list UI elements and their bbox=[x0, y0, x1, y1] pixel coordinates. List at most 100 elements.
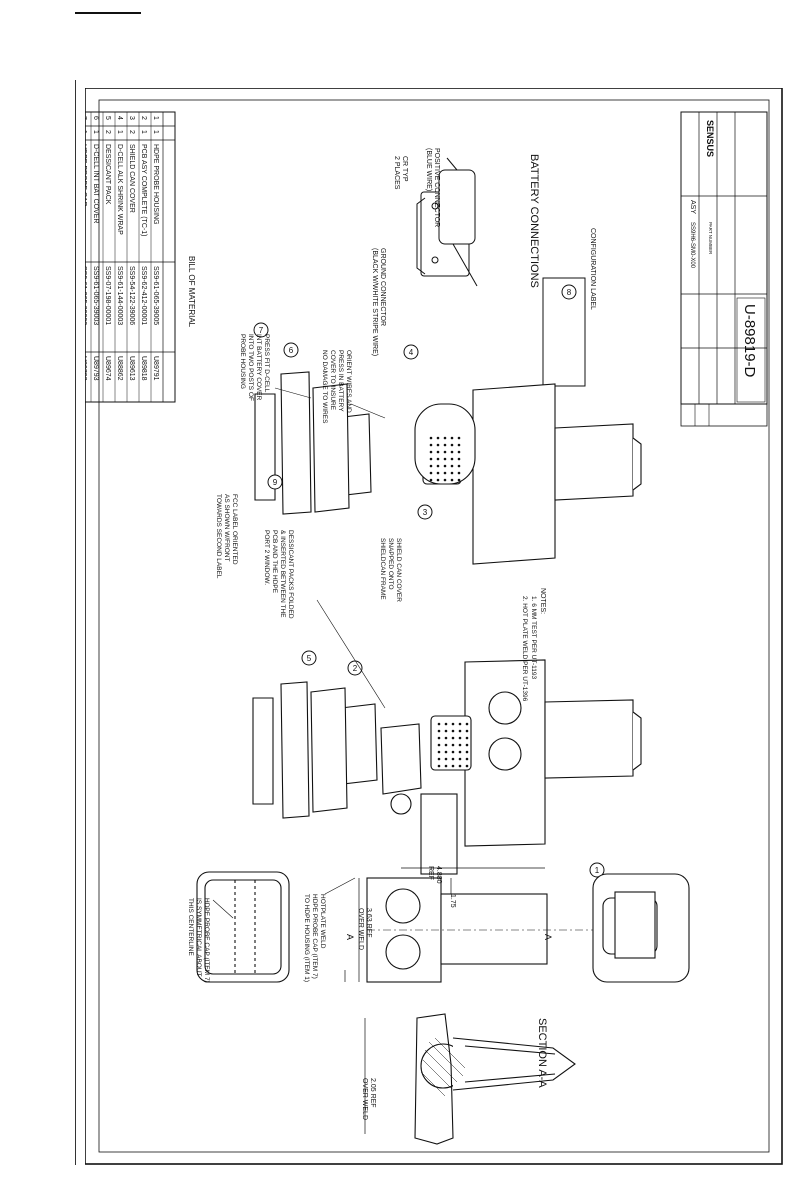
exploded-assembly bbox=[252, 371, 642, 875]
bom-item-part-number: SS9-61-065-39002 bbox=[85, 266, 87, 325]
callout-dessicant: DESSICANT PACKS FOLDED & INSERTED BETWEE… bbox=[263, 530, 294, 619]
perforation-dot bbox=[457, 450, 461, 454]
perforation-dot bbox=[450, 450, 454, 454]
svg-text:8: 8 bbox=[567, 288, 572, 297]
perforation-dot bbox=[443, 450, 447, 454]
battery-connections-title: BATTERY CONNECTIONS bbox=[528, 154, 540, 288]
callout-press-fit: PRESS FIT D-CELL INT BATTERY COVER INTO … bbox=[239, 334, 270, 401]
svg-text:SECTION A-A: SECTION A-A bbox=[536, 1018, 548, 1088]
perforation-dot bbox=[458, 750, 462, 754]
perforation-dot bbox=[451, 736, 455, 740]
svg-text:REF: REF bbox=[427, 866, 434, 880]
perforation-dot bbox=[450, 478, 454, 482]
perforation-dot bbox=[429, 443, 433, 447]
perforation-dot bbox=[444, 722, 448, 726]
perforation-dot bbox=[458, 729, 462, 733]
svg-text:FCC LABEL ORIENTED: FCC LABEL ORIENTED bbox=[231, 494, 238, 565]
company-logo: SENSUS bbox=[705, 120, 715, 157]
svg-text:NO DAMAGE TO WIRES: NO DAMAGE TO WIRES bbox=[321, 350, 328, 424]
item-balloon-3: 3 bbox=[417, 504, 433, 520]
bom-item-part-number: SS9-07-198-00001 bbox=[104, 266, 111, 325]
svg-text:5: 5 bbox=[307, 654, 312, 663]
bom-item-number: 7 bbox=[85, 116, 87, 120]
item-balloon-8: 8 bbox=[561, 284, 577, 300]
perforation-dot bbox=[444, 764, 448, 768]
perforation-dot bbox=[457, 436, 461, 440]
svg-text:AS SHOWN W/FRONT: AS SHOWN W/FRONT bbox=[223, 494, 230, 562]
perforation-dot bbox=[457, 464, 461, 468]
svg-text:OVER WELD: OVER WELD bbox=[357, 908, 364, 950]
cr-typ-line1: CR TYP bbox=[401, 156, 408, 182]
perforation-dot bbox=[443, 457, 447, 461]
callout-fcc-label: FCC LABEL ORIENTED AS SHOWN W/FRONT TOWA… bbox=[215, 494, 238, 579]
bom-item-ref: U89793 bbox=[92, 356, 99, 381]
bom-item-part-number: SS9-61-065-39003 bbox=[92, 266, 99, 325]
bom-item-description: DESSICANT PACK bbox=[104, 144, 111, 205]
perforation-dot bbox=[436, 478, 440, 482]
dim-175: 1.75 bbox=[449, 894, 456, 908]
perforation-dot bbox=[443, 471, 447, 475]
perforation-dot bbox=[437, 722, 441, 726]
perforation-dot bbox=[437, 757, 441, 761]
section-aa-title: SECTION A-A bbox=[536, 1018, 548, 1088]
bom-item-description: SHIELD CAN COVER bbox=[128, 144, 135, 213]
perforation-dot bbox=[465, 722, 469, 726]
svg-text:SHIELDCAN FRAME: SHIELDCAN FRAME bbox=[379, 538, 386, 600]
perforation-dot bbox=[457, 471, 461, 475]
perforation-dot bbox=[465, 750, 469, 754]
perforation-dot bbox=[451, 750, 455, 754]
perforation-dot bbox=[458, 764, 462, 768]
perforation-dot bbox=[444, 750, 448, 754]
cr-typ-line2: 2 PLACES bbox=[393, 156, 400, 190]
svg-text:2. HOT PLATE WELD PER UT-1396: 2. HOT PLATE WELD PER UT-1396 bbox=[521, 596, 528, 702]
svg-text:OVER WELD: OVER WELD bbox=[361, 1078, 368, 1120]
perforation-dot bbox=[451, 729, 455, 733]
battery-connections-detail: CR TYP 2 PLACES POSITIVE CONNECTOR (BLUE… bbox=[371, 148, 540, 356]
perforation-dot bbox=[457, 457, 461, 461]
pcb-connector bbox=[390, 793, 412, 815]
svg-text:INTO TWO POSTS OF: INTO TWO POSTS OF bbox=[247, 334, 254, 401]
perforation-dot bbox=[457, 443, 461, 447]
svg-text:IS SYMMETRICAL ABOUT: IS SYMMETRICAL ABOUT bbox=[195, 898, 202, 977]
svg-text:2: 2 bbox=[353, 664, 358, 673]
svg-text:PROBE HOUSING: PROBE HOUSING bbox=[239, 334, 246, 389]
bom-item-qty: 1 bbox=[85, 130, 87, 134]
perforation-dot bbox=[436, 464, 440, 468]
perforation-dot bbox=[458, 743, 462, 747]
svg-text:NOTES:: NOTES: bbox=[539, 588, 546, 614]
bom-item-part-number: SS9-61-144-00003 bbox=[116, 266, 123, 325]
drawing-inner-border bbox=[98, 99, 770, 1153]
svg-text:TO HDPE HOUSING (ITEM 1): TO HDPE HOUSING (ITEM 1) bbox=[303, 894, 310, 982]
item-balloon-2: 2 bbox=[347, 660, 363, 676]
svg-text:1.75: 1.75 bbox=[449, 894, 456, 908]
bom-item-part-number: SS9-61-065-39005 bbox=[152, 266, 159, 325]
bom-item-number: 3 bbox=[128, 116, 135, 120]
svg-text:3: 3 bbox=[423, 508, 428, 517]
perforation-dot bbox=[437, 729, 441, 733]
bom-item-number: 4 bbox=[116, 116, 123, 120]
bom-item-description: PCB ASY COMPLETE (TC-1) bbox=[140, 144, 147, 236]
item-balloons: 1 2 3 4 5 6 7 8 bbox=[253, 284, 605, 878]
perforation-dot bbox=[465, 729, 469, 733]
svg-text:HDPE PROBE CAP (ITEM 7): HDPE PROBE CAP (ITEM 7) bbox=[203, 898, 210, 983]
svg-text:PRESS IN BATTERY: PRESS IN BATTERY bbox=[337, 350, 344, 412]
hdpe-probe-cap-upper bbox=[280, 371, 312, 515]
perforation-dot bbox=[429, 436, 433, 440]
perforation-dot bbox=[444, 736, 448, 740]
perforation-dot bbox=[465, 764, 469, 768]
perforation-dot bbox=[450, 464, 454, 468]
positive-connector-line1: POSITIVE CONNECTOR bbox=[433, 148, 440, 227]
ground-connector-line1: GROUND CONNECTOR bbox=[379, 248, 386, 326]
bom-item-part-number: SS9-54-122-39006 bbox=[128, 266, 135, 325]
item-balloon-4: 4 bbox=[403, 344, 419, 360]
svg-text:PCB AND THE HDPE: PCB AND THE HDPE bbox=[271, 530, 278, 594]
bom-item-qty: 2 bbox=[128, 130, 135, 134]
bom-item-number: 5 bbox=[104, 116, 111, 120]
perforation-dot bbox=[429, 464, 433, 468]
housing-probe-front bbox=[440, 893, 548, 965]
perforation-dot bbox=[450, 443, 454, 447]
bom-item-description: D-CELL INT BAT COVER bbox=[92, 144, 99, 223]
